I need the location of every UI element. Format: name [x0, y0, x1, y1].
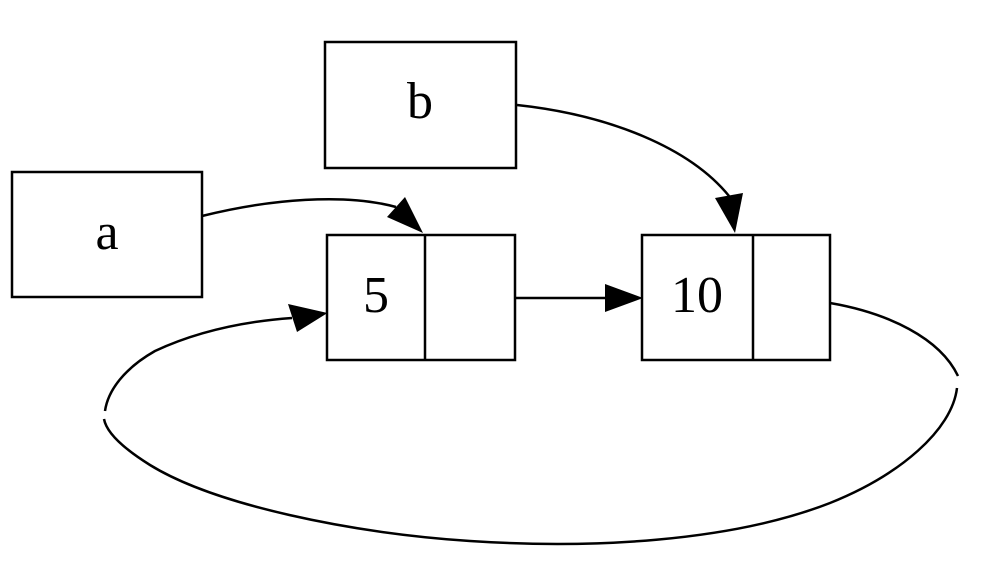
arrowhead-a-to-node-5-icon	[387, 197, 423, 233]
variable-a-box	[10, 170, 204, 299]
arrowhead-node-5-to-node-10-icon	[605, 284, 643, 312]
arrowhead-node-10-to-node-5-icon	[288, 304, 328, 332]
edge-node-10-to-node-5-bottom-arc	[102, 387, 959, 546]
edge-node-10-to-node-5-right-arc	[829, 301, 960, 377]
variable-b-label: b	[407, 73, 433, 130]
diagram-arrowheads-group	[288, 193, 743, 332]
edge-node-10-to-node-5-left-arc	[103, 316, 293, 412]
variable-b-box	[323, 40, 518, 170]
diagram-strokes-group	[10, 40, 960, 546]
node-10-value: 10	[671, 267, 723, 324]
node-5-box	[325, 233, 517, 362]
variable-a-label: a	[95, 204, 118, 261]
edge-a-to-node-5	[201, 197, 397, 218]
edge-b-to-node-10	[516, 103, 730, 197]
node-5-value: 5	[363, 267, 389, 324]
node-10-box	[640, 233, 832, 362]
arrowhead-b-to-node-10-icon	[715, 193, 743, 233]
diagram-labels-group: a b 5 10	[95, 73, 723, 324]
